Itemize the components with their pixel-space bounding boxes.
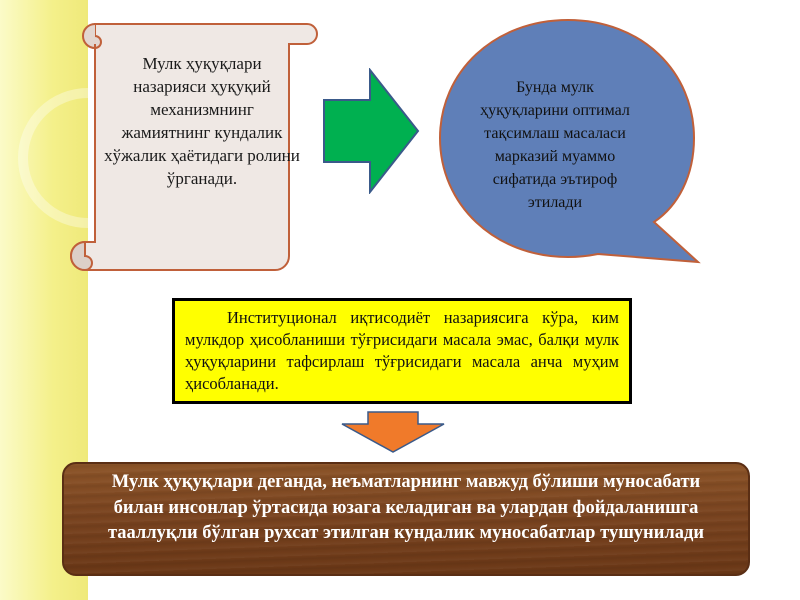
down-arrow-icon bbox=[341, 411, 445, 453]
right-arrow-icon bbox=[323, 68, 420, 194]
wood-definition-box: Мулк ҳуқуқлари деганда, неъматларнинг ма… bbox=[62, 462, 750, 576]
scroll-shape bbox=[55, 18, 320, 276]
scroll-icon bbox=[70, 23, 318, 272]
oval-text: Бунда мулк ҳуқуқларини оптимал тақсимлаш… bbox=[480, 79, 630, 211]
scroll-text: Мулк ҳуқуқлари назарияси ҳуқуқий механиз… bbox=[104, 54, 300, 188]
yellow-text-box: Институционал иқтисодиёт назариясига кўр… bbox=[172, 298, 632, 404]
oval-callout-shape bbox=[438, 18, 701, 264]
